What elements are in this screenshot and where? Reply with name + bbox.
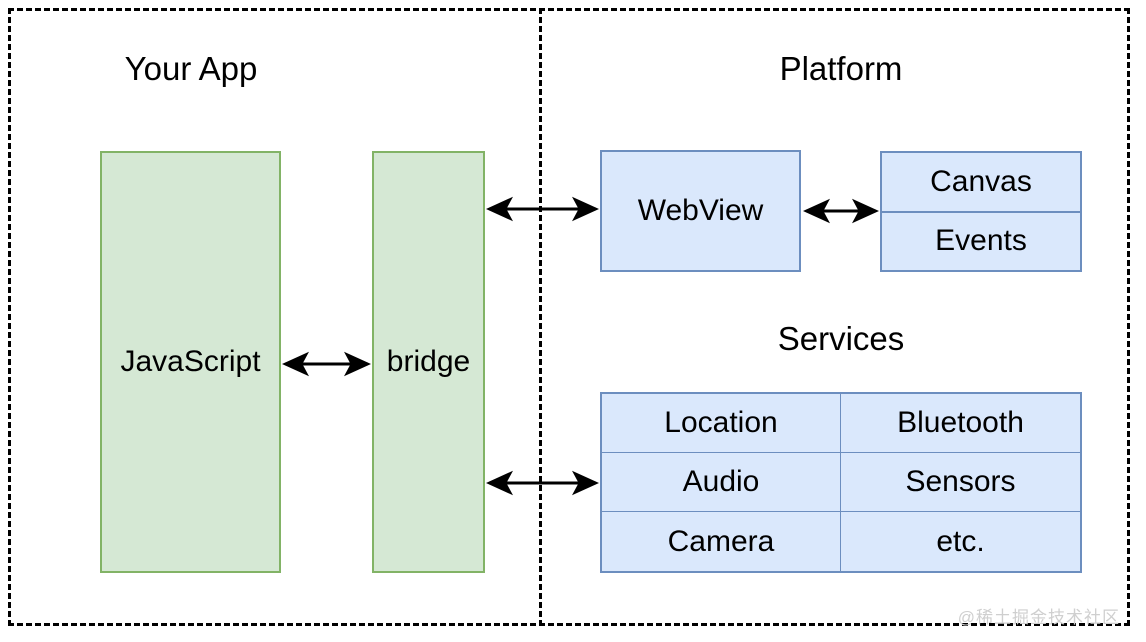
services-cell-location-label: Location xyxy=(664,406,778,439)
vertical-dashed-divider xyxy=(539,8,542,626)
node-bridge[interactable]: bridge xyxy=(372,151,485,573)
node-javascript-label: JavaScript xyxy=(120,345,261,378)
section-title-your-app: Your App xyxy=(124,50,258,87)
services-cell-audio-label: Audio xyxy=(682,465,760,498)
outer-dashed-frame xyxy=(8,8,1130,626)
section-title-platform: Platform xyxy=(779,50,903,87)
section-title-services: Services xyxy=(777,320,905,357)
services-table: Location Bluetooth Audio Sensors Camera … xyxy=(600,392,1082,573)
services-cell-audio[interactable]: Audio xyxy=(602,453,841,512)
node-events-label: Events xyxy=(935,224,1027,258)
services-cell-bluetooth[interactable]: Bluetooth xyxy=(841,394,1080,453)
node-bridge-label: bridge xyxy=(386,345,471,378)
services-cell-etc-label: etc. xyxy=(936,524,985,558)
node-canvas-label: Canvas xyxy=(930,164,1032,198)
services-cell-sensors[interactable]: Sensors xyxy=(841,453,1080,512)
node-canvas-events-stack: Canvas Events xyxy=(880,151,1082,272)
node-events[interactable]: Events xyxy=(882,210,1080,271)
services-cell-bluetooth-label: Bluetooth xyxy=(897,406,1024,439)
services-cell-location[interactable]: Location xyxy=(602,394,841,453)
node-webview-label: WebView xyxy=(637,194,764,227)
services-cell-sensors-label: Sensors xyxy=(905,465,1016,498)
node-canvas[interactable]: Canvas xyxy=(882,153,1080,211)
node-webview[interactable]: WebView xyxy=(600,150,801,272)
watermark: @稀土掘金技术社区 xyxy=(957,608,1120,627)
services-cell-camera[interactable]: Camera xyxy=(602,512,841,571)
services-cell-camera-label: Camera xyxy=(667,524,775,558)
node-javascript[interactable]: JavaScript xyxy=(100,151,281,573)
services-cell-etc[interactable]: etc. xyxy=(841,512,1080,571)
